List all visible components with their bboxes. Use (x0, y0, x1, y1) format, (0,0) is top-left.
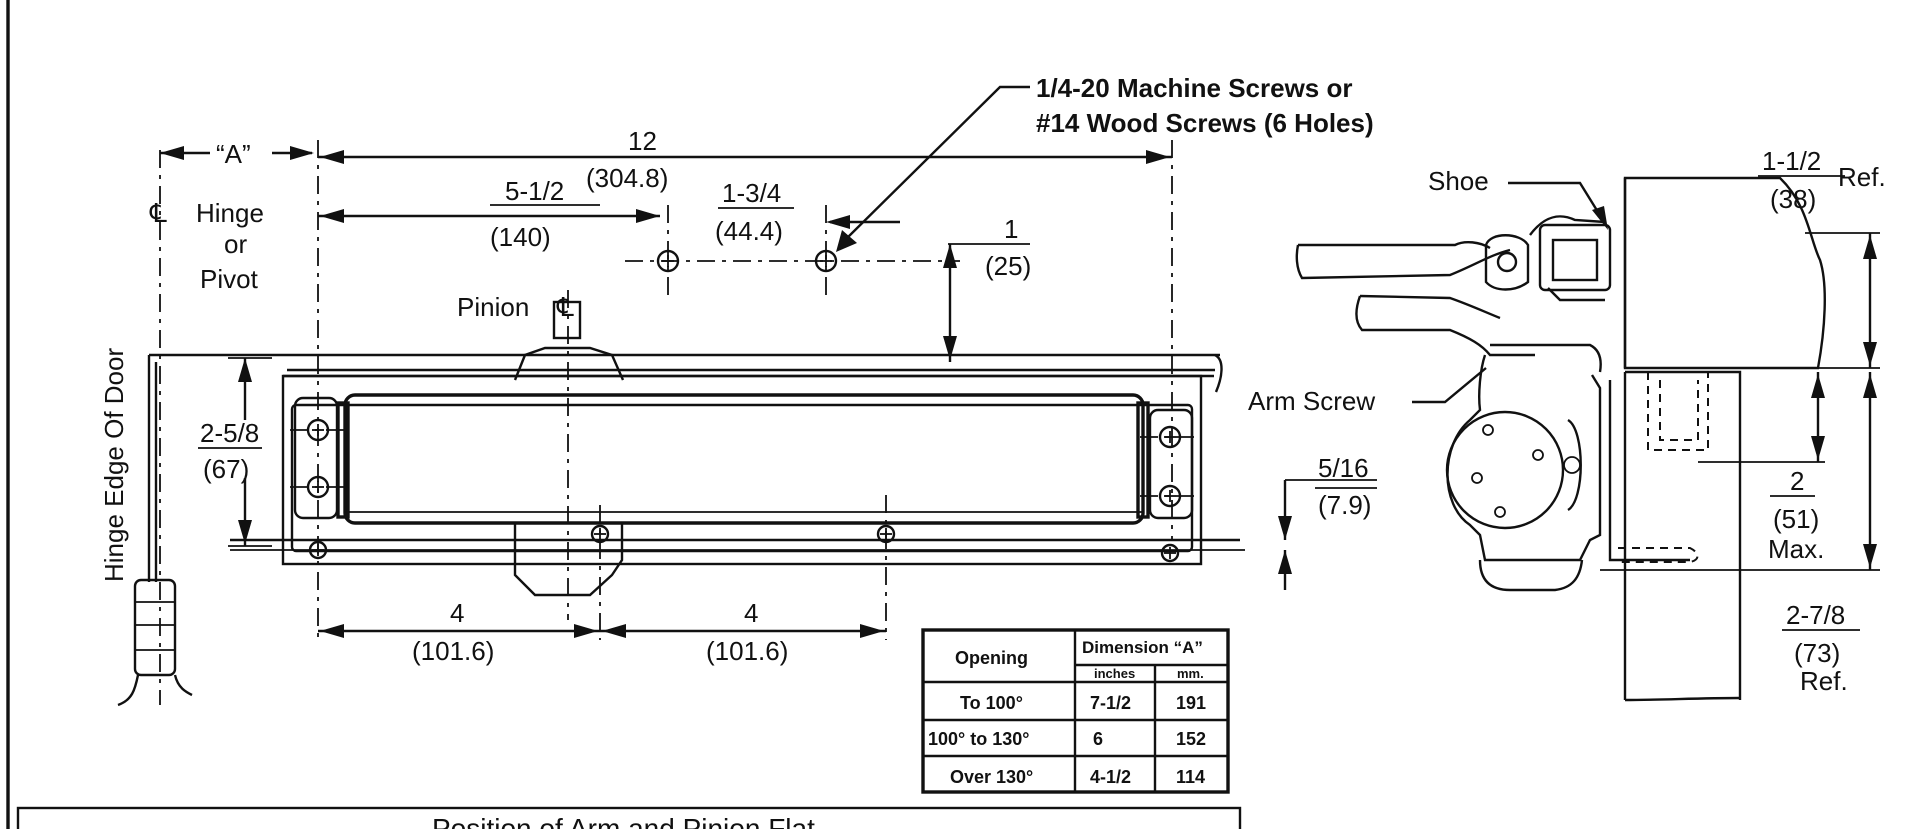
dim-5-1-2-value: 5-1/2 (505, 176, 564, 206)
or-label: or (224, 229, 247, 259)
dimension-4-left: 4 (101.6) (318, 598, 600, 666)
centerline-symbol: ℄ (149, 198, 167, 228)
table-row-2-opening: 100° to 130° (928, 729, 1029, 749)
table-row-1-mm: 191 (1176, 693, 1206, 713)
dim-4-left-value: 4 (450, 598, 464, 628)
dimension-4-right: 4 (101.6) (600, 598, 886, 666)
dim-2-7-8-value: 2-7/8 (1786, 600, 1845, 630)
hinge-edge-label: Hinge Edge Of Door (99, 348, 129, 582)
table-row-3-opening: Over 130° (950, 767, 1033, 787)
table-row-3-mm: 114 (1176, 767, 1205, 787)
screw-hole-row (625, 205, 960, 300)
pinion-centerline-symbol: ℄ (556, 292, 574, 322)
dim-4-right-value: 4 (744, 598, 758, 628)
table-row-3-inches: 4-1/2 (1090, 767, 1131, 787)
table-header-inches: inches (1094, 666, 1135, 681)
pinion-label: Pinion (457, 292, 529, 322)
dimension-1: 1 (25) (943, 214, 1031, 362)
dim-12-mm: (304.8) (586, 163, 668, 193)
dim-4-left-mm: (101.6) (412, 636, 494, 666)
dim-1-3-4-value: 1-3/4 (722, 178, 781, 208)
dim-2-value: 2 (1790, 466, 1804, 496)
side-elevation: Shoe Arm Screw 1-1/2 (38) Ref. (1248, 146, 1886, 702)
dim-2-5-8-value: 2-5/8 (200, 418, 259, 448)
dimension-5-1-2: 5-1/2 (140) (318, 176, 660, 252)
bottom-title-box: Position of Arm and Pinion Flat (16, 806, 1242, 829)
shoe-label: Shoe (1428, 166, 1489, 196)
dim-4-right-mm: (101.6) (706, 636, 788, 666)
dimension-1-3-4: 1-3/4 (44.4) (715, 178, 900, 246)
ref-2-label: Ref. (1800, 666, 1848, 696)
dim-1-1-2-mm: (38) (1770, 184, 1816, 214)
dimension-a-label: “A” (216, 139, 251, 169)
screws-line2: #14 Wood Screws (6 Holes) (1036, 108, 1374, 138)
table-header-mm: mm. (1177, 666, 1204, 681)
dim-1-3-4-mm: (44.4) (715, 216, 783, 246)
table-row-2-mm: 152 (1176, 729, 1206, 749)
table-row-2-inches: 6 (1093, 729, 1103, 749)
dimension-a: “A” (160, 139, 314, 169)
dim-5-16-value: 5/16 (1318, 453, 1369, 483)
arm-screw-label: Arm Screw (1248, 386, 1375, 416)
ref-1-label: Ref. (1838, 162, 1886, 192)
hinge-edge-of-door: Hinge Edge Of Door (99, 150, 1220, 707)
dim-1-1-2-value: 1-1/2 (1762, 146, 1821, 176)
dim-1-value: 1 (1004, 214, 1018, 244)
dim-12-value: 12 (628, 126, 657, 156)
dimension-2-5-8: 2-5/8 (67) (198, 357, 272, 547)
max-label: Max. (1768, 534, 1824, 564)
bottom-title: Position of Arm and Pinion Flat (432, 813, 815, 829)
dim-1-mm: (25) (985, 251, 1031, 281)
dim-2-5-8-mm: (67) (203, 454, 249, 484)
table-row-1-inches: 7-1/2 (1090, 693, 1131, 713)
table-header-opening: Opening (955, 648, 1028, 668)
table-header-dimension: Dimension “A” (1082, 638, 1203, 657)
dimension-5-16: 5/16 (7.9) (1278, 453, 1377, 590)
pinion: Pinion ℄ (457, 290, 625, 620)
closer-body (230, 353, 1245, 640)
table-row-1-opening: To 100° (960, 693, 1023, 713)
dimension-a-table: Opening Dimension “A” inches mm. To 100°… (921, 628, 1230, 794)
hinge-label: Hinge (196, 198, 264, 228)
dimension-12: 12 (304.8) (317, 126, 1173, 640)
dim-2-7-8-mm: (73) (1794, 638, 1840, 668)
dim-2-mm: (51) (1773, 504, 1819, 534)
screw-callout: 1/4-20 Machine Screws or #14 Wood Screws… (836, 73, 1374, 252)
pivot-label: Pivot (200, 264, 259, 294)
dim-5-16-mm: (7.9) (1318, 490, 1371, 520)
dim-5-1-2-mm: (140) (490, 222, 551, 252)
hinge-pivot-centerline: ℄ Hinge or Pivot (149, 198, 264, 294)
screws-line1: 1/4-20 Machine Screws or (1036, 73, 1352, 103)
